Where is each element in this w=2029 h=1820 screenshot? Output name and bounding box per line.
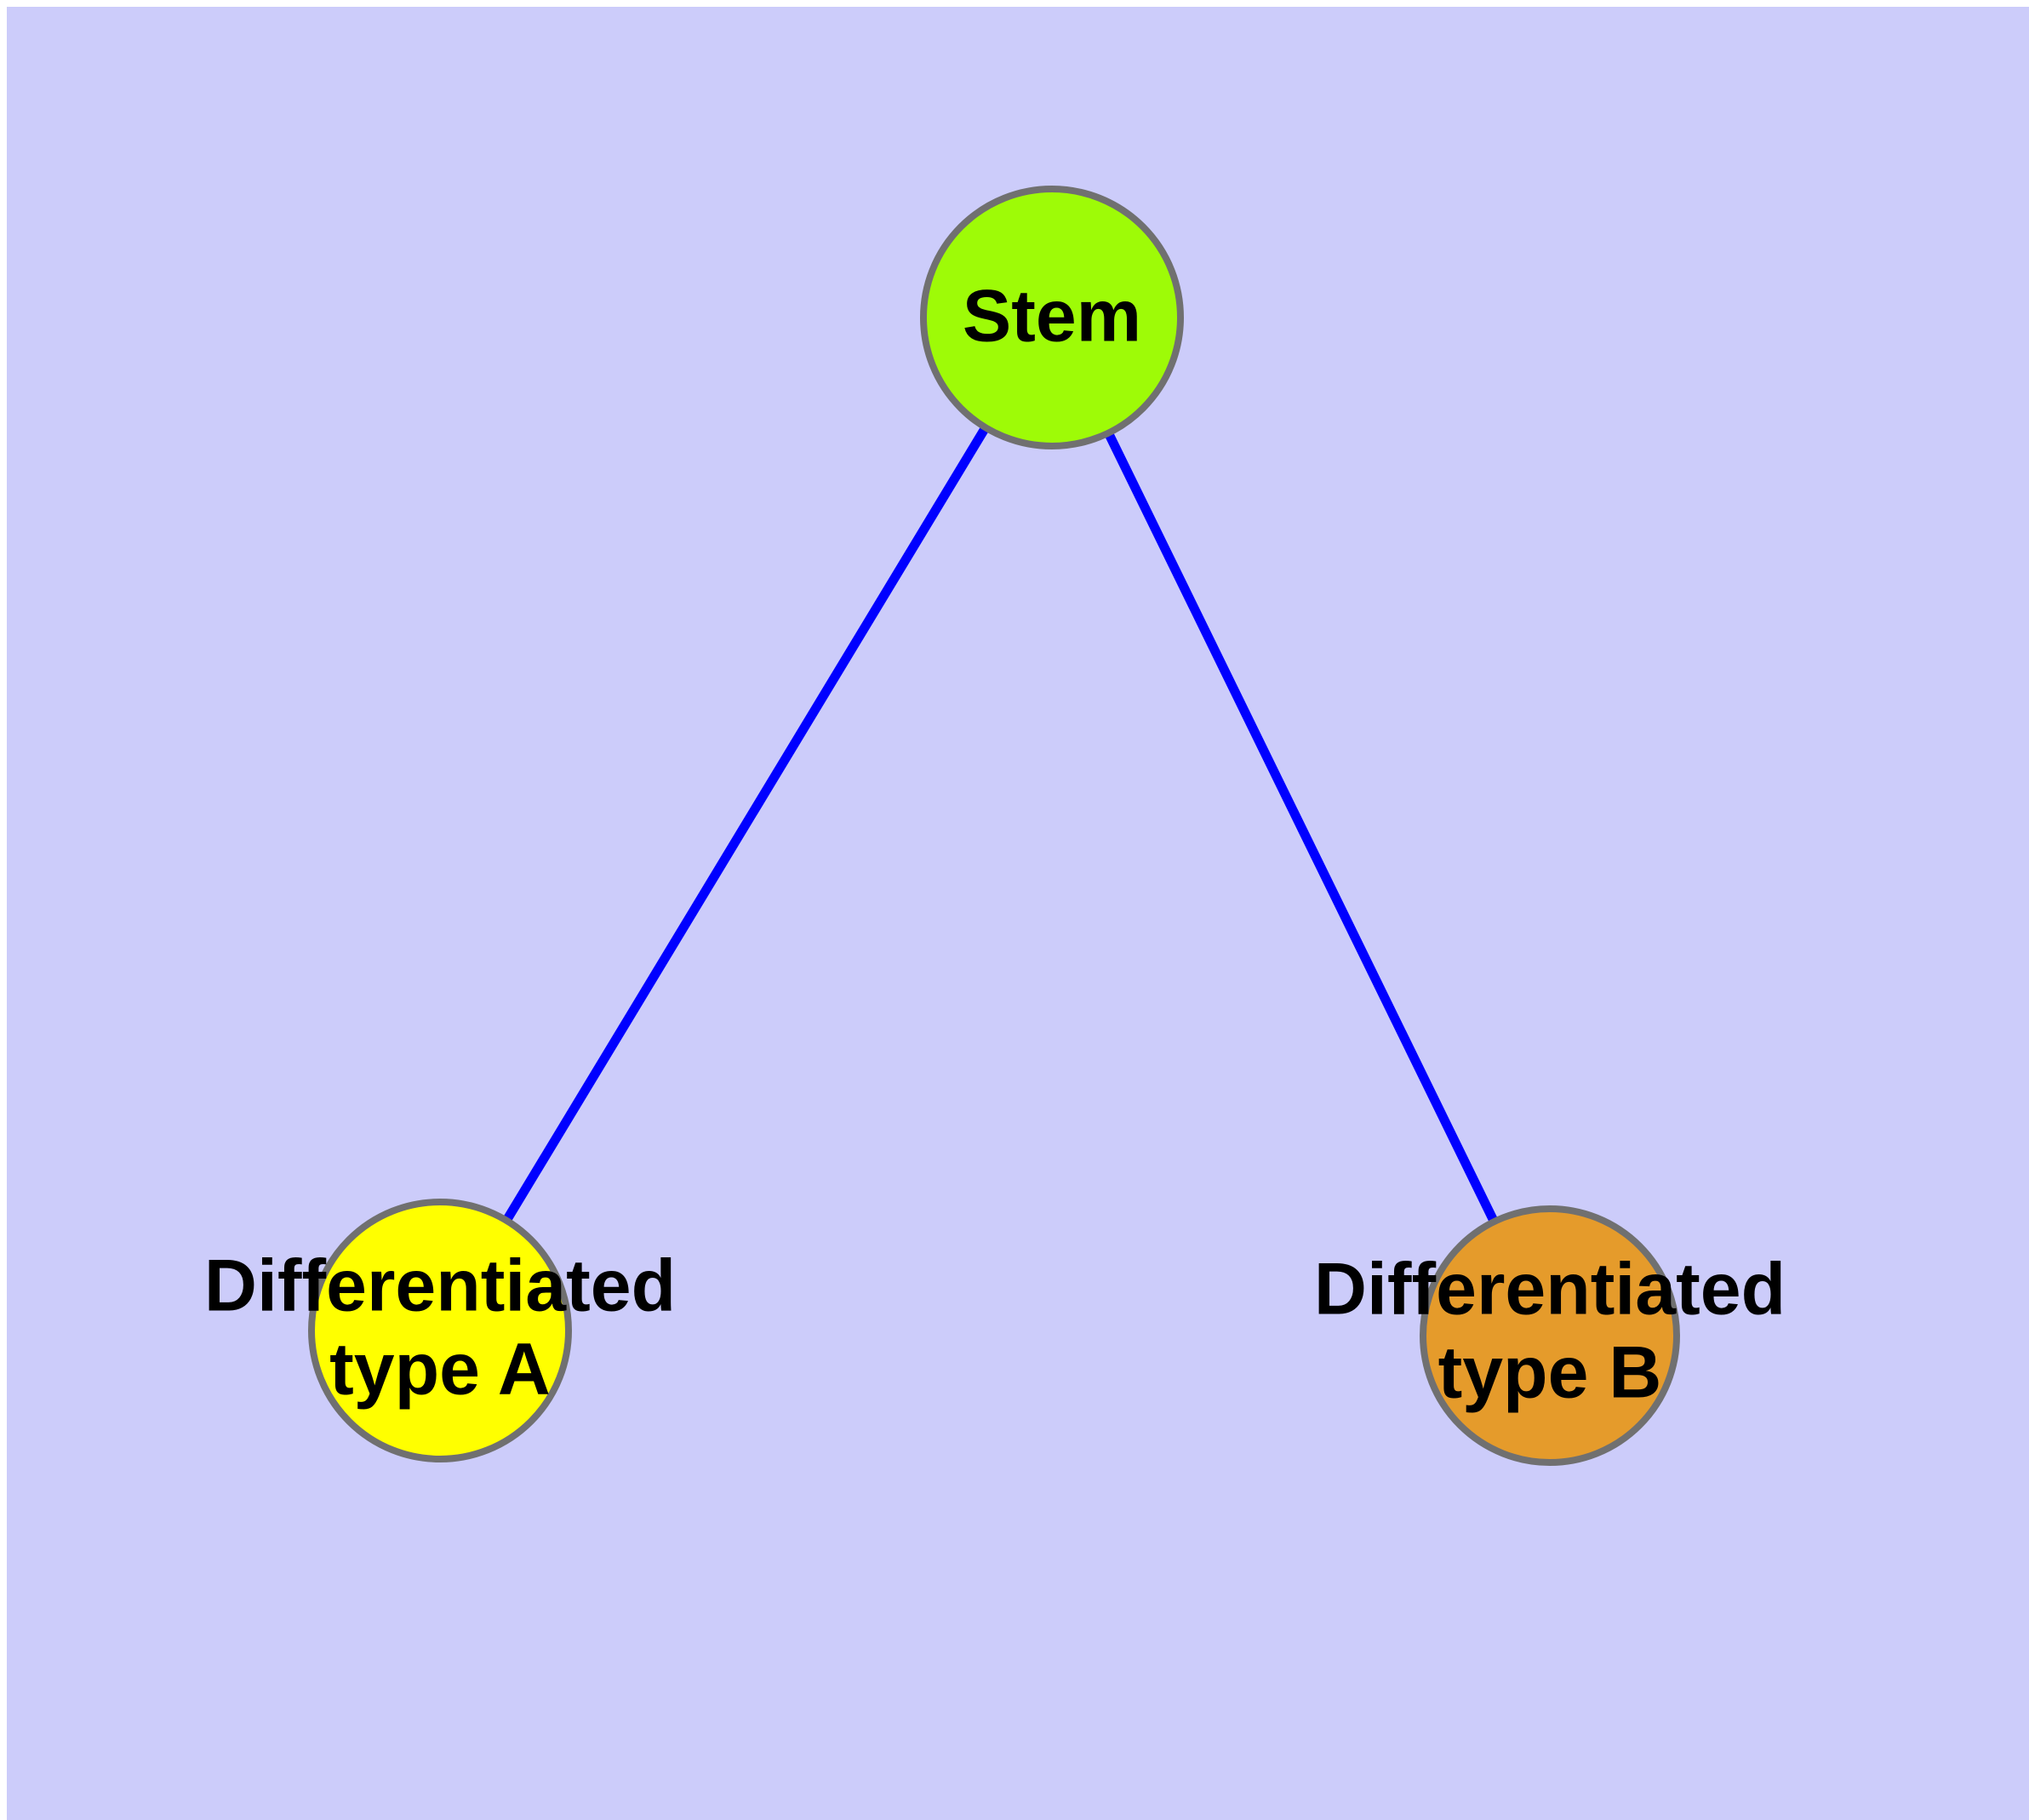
node-label-differentiated-type-a-line2: type A <box>329 1329 551 1411</box>
node-label-differentiated-type-b-line2: type B <box>1438 1332 1662 1414</box>
node-layer <box>308 186 1680 1466</box>
node-circle-stem[interactable] <box>920 186 1184 449</box>
edge-stem-to-differentiated-type-b[interactable] <box>1048 315 1554 1338</box>
cell-lineage-graph: Stem Differentiated type A Differentiate… <box>204 186 1786 1466</box>
node-circle-differentiated-type-b[interactable] <box>1420 1205 1680 1466</box>
node-stem[interactable] <box>920 186 1184 449</box>
node-circle-differentiated-type-a[interactable] <box>308 1199 572 1462</box>
node-label-layer: Stem Differentiated type A Differentiate… <box>204 276 1786 1414</box>
node-label-differentiated-type-b-line1: Differentiated <box>1314 1249 1786 1331</box>
diagram-plot-area: Stem Differentiated type A Differentiate… <box>7 7 2029 1820</box>
node-label-stem: Stem <box>963 276 1141 358</box>
edge-layer <box>436 315 1554 1338</box>
node-differentiated-type-b[interactable] <box>1420 1205 1680 1466</box>
node-label-differentiated-type-a-line1: Differentiated <box>204 1245 676 1327</box>
edge-stem-to-differentiated-type-a[interactable] <box>436 315 1056 1333</box>
node-differentiated-type-a[interactable] <box>308 1199 572 1462</box>
